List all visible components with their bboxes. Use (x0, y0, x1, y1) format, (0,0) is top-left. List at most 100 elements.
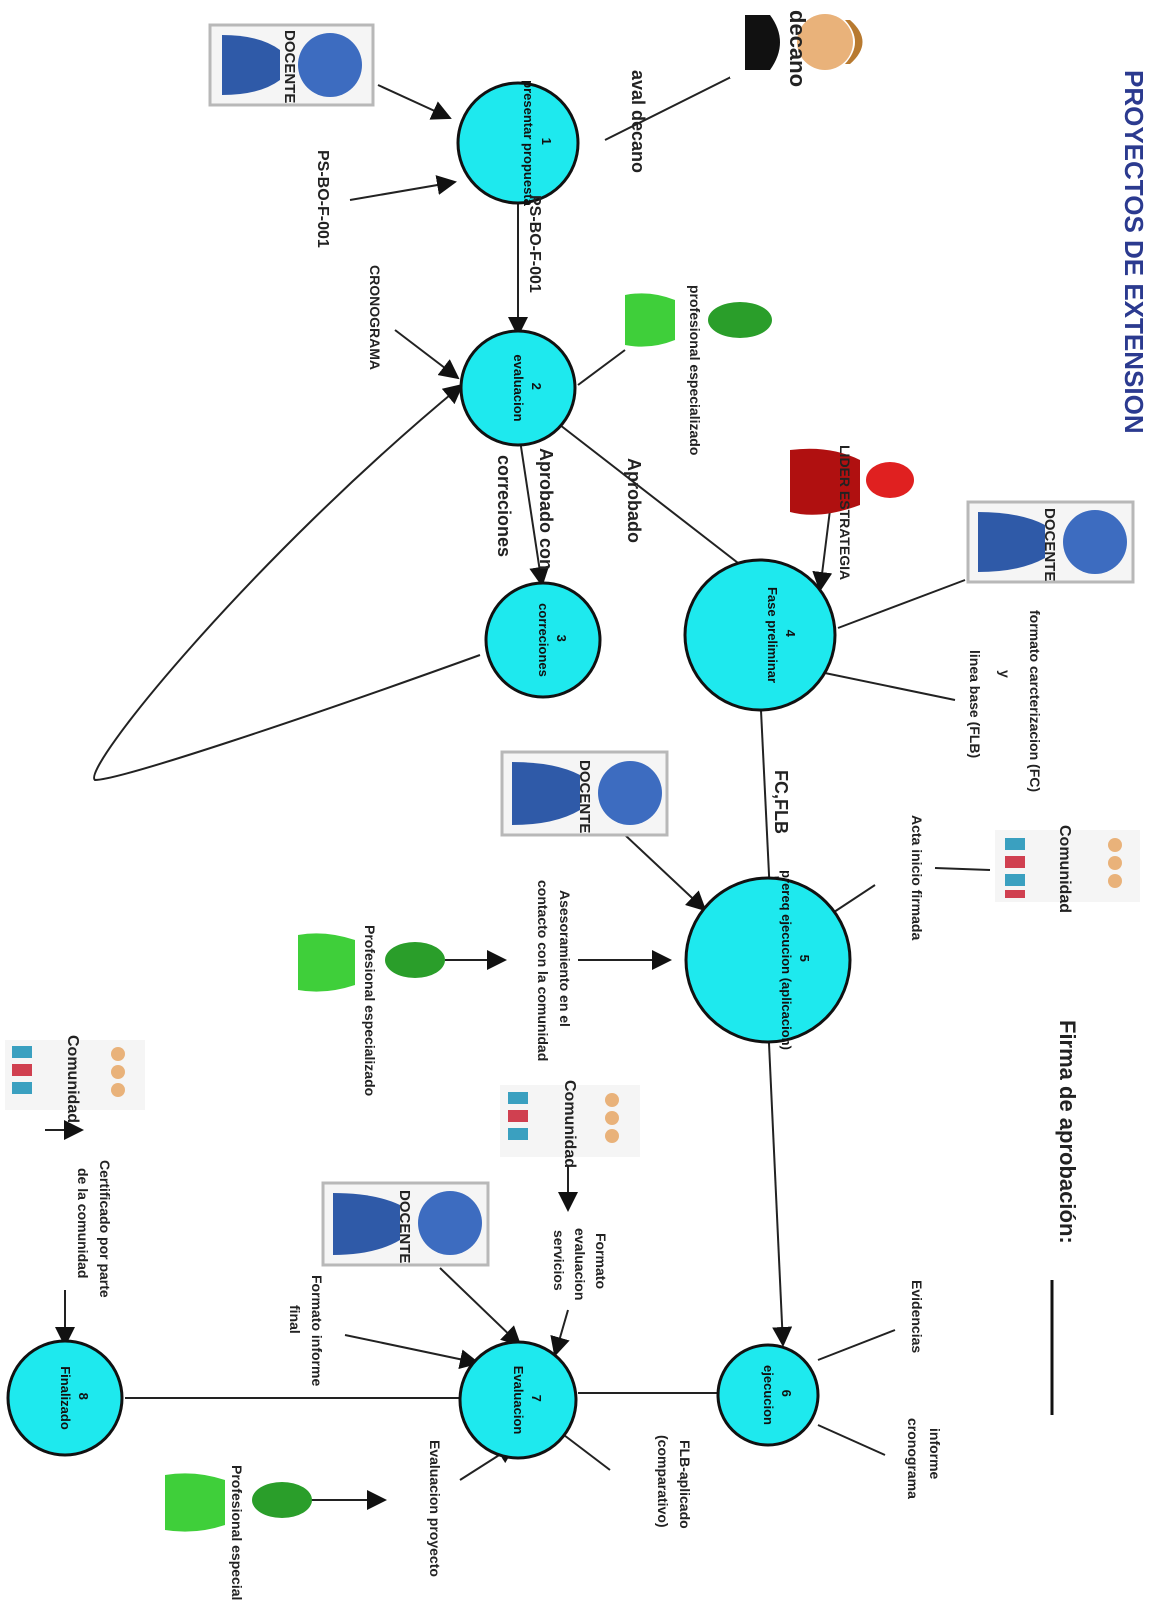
profesional-label-1: profesional especializado (687, 285, 703, 455)
edge-formato-4 (819, 671, 956, 701)
edge-form-to-1 (349, 175, 457, 201)
node-5: 5 prereq ejecucion (aplicacion) (684, 870, 852, 1050)
comunidad-label-3: Comunidad (561, 1080, 578, 1168)
docente-actor-3: DOCENTE (500, 750, 669, 837)
node-2-label: evaluacion (511, 354, 526, 421)
node-8-label: Finalizado (58, 1366, 73, 1430)
linea-base-label: linea base (FLB) (967, 650, 983, 758)
edge-docente-to-5 (624, 834, 707, 912)
docente-actor-4: DOCENTE (321, 1181, 490, 1267)
signature-label: Firma de aprobación: (1055, 1020, 1080, 1244)
node-8-num: 8 (76, 1393, 91, 1400)
informe-label-1: informe (927, 1428, 943, 1480)
people-icon (1005, 838, 1122, 898)
node-6-label: ejecucion (761, 1365, 776, 1425)
comunidad-actor-1: Comunidad (995, 825, 1140, 913)
formato-fc-label: formato carcterizacion (FC) (1027, 610, 1043, 792)
svg-text:5 prereq ejecucion (apli: 5 prereq ejecucion (aplicacion) (779, 870, 812, 1050)
comunidad-label-1: Comunidad (1056, 825, 1073, 913)
certificado-label-2: de la comunidad (75, 1168, 91, 1278)
node-7-num: 7 (529, 1395, 544, 1402)
profesional-label-3: Profesional especializado (229, 1465, 245, 1600)
edge-2-to-3 (519, 439, 550, 587)
evidencias-label: Evidencias (909, 1280, 925, 1353)
edge-5-to-6 (767, 1021, 793, 1347)
docente-label-3: DOCENTE (576, 760, 593, 833)
node-6-num: 6 (779, 1390, 794, 1397)
edge-docente-to-7 (439, 1267, 522, 1347)
svg-text:4 Fase preliminar: 4 Fase preliminar (765, 587, 798, 683)
edge-4-to-5 (759, 689, 780, 897)
edge-informe-final-to-7 (344, 1334, 480, 1370)
docente-label-2: DOCENTE (1041, 508, 1058, 581)
edge-acta-5 (934, 867, 991, 871)
edge-prof-to-2 (577, 349, 626, 386)
svg-text:7 Evaluacion: 7 Evaluacion (511, 1366, 544, 1435)
node-5-label: prereq ejecucion (aplicacion) (779, 870, 794, 1050)
flb-aplicado-label-2: (comparativo) (655, 1435, 671, 1528)
edge-2-to-4 (559, 424, 762, 582)
diagram-title: PROYECTOS DE EXTENSION (1119, 70, 1149, 434)
lider-label: LIDER ESTRATEGIA (837, 445, 853, 580)
lider-actor: LIDER ESTRATEGIA (790, 445, 914, 580)
fc-flb-label: FC,FLB (771, 770, 791, 834)
node-7: 7 Evaluacion (458, 1340, 578, 1460)
docente-actor-2: DOCENTE (966, 500, 1135, 584)
edge-lider-to-4 (812, 509, 833, 592)
svg-text:6 ejecucion: 6 ejecucion (761, 1365, 794, 1425)
profesional-label-2: Profesional especializado (362, 925, 378, 1096)
edge-cronograma-to-2 (394, 329, 460, 380)
formato-eval-label-3: servicios (551, 1230, 567, 1291)
formato-informe-label-2: final (287, 1305, 303, 1334)
node-1: 1 presentar propuesta (456, 80, 580, 207)
node-1-label: presentar propuesta (521, 80, 536, 206)
people-icon (508, 1092, 619, 1143)
formato-eval-label-2: evaluacion (572, 1228, 588, 1300)
docente-actor-1: DOCENTE (208, 23, 375, 107)
svg-text:2 evaluacion: 2 evaluacion (511, 354, 544, 421)
edge-3-loop-to-2 (93, 383, 481, 782)
node-3: 3 correciones (484, 581, 602, 699)
asesoramiento-label-2: contacto con la comunidad (535, 880, 551, 1061)
docente-label-1: DOCENTE (281, 30, 298, 103)
certificado-label-1: Certificado por parte (97, 1160, 113, 1298)
edge-informe-6 (817, 1424, 886, 1456)
node-7-label: Evaluacion (511, 1366, 526, 1435)
node-3-label: correciones (536, 603, 551, 677)
aprobado-label: Aprobado (624, 458, 644, 543)
formato-eval-label-1: Formato (593, 1233, 609, 1289)
aprobado-con-label: Aprobado con (536, 448, 556, 570)
edge-formato-to-7 (550, 1309, 570, 1357)
edge-evidencias-6 (817, 1329, 896, 1361)
ps-form-label-1: PS-BO-F-001 (314, 150, 331, 248)
formato-informe-label-1: Formato informe (309, 1275, 325, 1386)
cronograma-label: CRONOGRAMA (367, 265, 383, 370)
node-1-num: 1 (539, 138, 554, 145)
y-label: y (997, 670, 1013, 678)
comunidad-actor-3: Comunidad (500, 1080, 640, 1168)
decano-head-icon (797, 14, 853, 70)
node-5-num: 5 (797, 955, 812, 962)
node-4: 4 Fase preliminar (683, 558, 837, 712)
edge-decano-aval (604, 69, 746, 141)
docente-label-4: DOCENTE (396, 1190, 413, 1263)
ps-form-label-2: PS-BO-F-001 (526, 195, 543, 293)
profesional-actor-2: Profesional especializado (298, 925, 445, 1096)
acta-inicio-label: Acta inicio firmada (909, 815, 925, 940)
svg-text:3 correciones: 3 correciones (536, 603, 569, 677)
svg-text:8 Finalizado: 8 Finalizado (58, 1366, 91, 1430)
profesional-actor-3: Profesional especializado (165, 1465, 312, 1600)
comunidad-actor-2: Comunidad (5, 1035, 145, 1123)
decano-label: decano (785, 10, 810, 87)
edge-docente-to-1 (377, 84, 452, 120)
people-icon (12, 1046, 125, 1097)
svg-text:1 presentar propuesta: 1 presentar propuesta (521, 80, 554, 206)
node-8: 8 Finalizado (6, 1339, 124, 1457)
comunidad-label-2: Comunidad (64, 1035, 81, 1123)
aval-decano-label: aval decano (628, 70, 648, 173)
edges (45, 69, 991, 1510)
node-3-num: 3 (554, 635, 569, 642)
node-4-label: Fase preliminar (765, 587, 780, 683)
edge-docente-4 (837, 579, 966, 629)
correcciones-label: correciones (494, 455, 514, 557)
